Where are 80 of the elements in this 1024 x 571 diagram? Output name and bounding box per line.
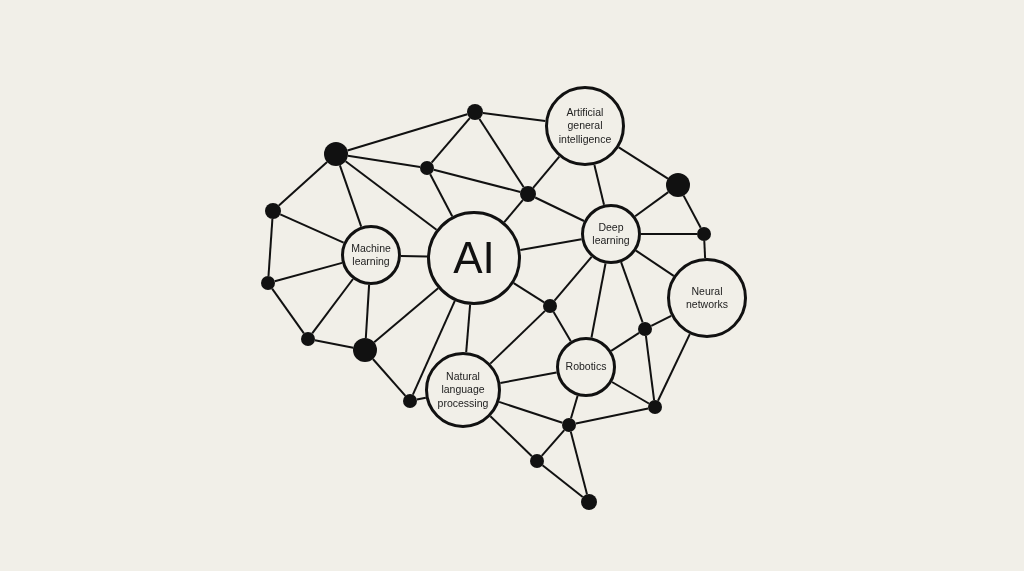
connector-line	[640, 233, 698, 235]
connector-line	[489, 309, 546, 365]
connector-line	[635, 249, 675, 277]
topic-label: Natural language processing	[436, 370, 490, 410]
connector-line	[432, 168, 522, 193]
topic-label: Neural networks	[685, 284, 729, 312]
connector-line	[346, 154, 422, 168]
junction-dot	[543, 299, 557, 313]
connector-line	[540, 429, 566, 457]
junction-dot	[353, 338, 377, 362]
connector-line	[569, 430, 588, 496]
junction-dot	[301, 332, 315, 346]
junction-dot	[530, 454, 544, 468]
connector-line	[512, 282, 546, 304]
connector-line	[620, 261, 644, 324]
connector-line	[371, 358, 407, 397]
connector-line	[267, 218, 274, 277]
connector-line	[277, 161, 329, 207]
connector-line	[503, 199, 524, 224]
topic-label: Artificial general intelligence	[557, 106, 613, 146]
connector-line	[610, 331, 641, 352]
connector-line	[498, 400, 564, 424]
junction-dot	[520, 186, 536, 202]
connector-line	[553, 255, 593, 302]
topic-circle	[425, 352, 501, 428]
connector-line	[644, 334, 656, 402]
connector-line	[552, 311, 572, 343]
connector-line	[617, 146, 669, 180]
connector-line	[481, 112, 547, 122]
connector-line	[499, 371, 558, 384]
topic-circle	[581, 204, 641, 264]
connector-line	[279, 213, 345, 244]
connector-line	[570, 394, 579, 420]
junction-dot	[697, 227, 711, 241]
junction-dot	[648, 400, 662, 414]
connector-line	[574, 407, 650, 425]
connector-line	[590, 262, 607, 339]
junction-dot	[581, 494, 597, 510]
connector-line	[429, 173, 454, 218]
junction-dot	[420, 161, 434, 175]
connector-line	[650, 314, 673, 327]
topic-label: Robotics	[565, 360, 607, 374]
topic-label: Deep learning	[591, 220, 631, 248]
connector-line	[313, 339, 355, 349]
topic-label: Machine learning	[350, 241, 392, 269]
junction-dot	[265, 203, 281, 219]
junction-dot	[562, 418, 576, 432]
junction-dot	[324, 142, 348, 166]
connector-line	[489, 415, 533, 458]
connector-line	[411, 299, 456, 396]
connector-line	[344, 160, 438, 231]
connector-line	[682, 194, 702, 229]
connector-line	[273, 261, 344, 283]
topic-circle	[341, 225, 401, 285]
topic-circle	[556, 337, 616, 397]
connector-line	[519, 238, 583, 251]
connector-line	[271, 287, 305, 335]
connector-line	[465, 303, 472, 354]
junction-dot	[261, 276, 275, 290]
connector-line	[478, 117, 525, 189]
connector-line	[400, 254, 428, 258]
connector-line	[346, 113, 469, 152]
junction-dot	[666, 173, 690, 197]
connector-line	[430, 117, 471, 164]
connector-line	[364, 283, 371, 339]
connector-line	[634, 191, 670, 218]
connector-line	[338, 164, 363, 228]
connector-line	[373, 287, 440, 344]
topic-label: AI	[453, 236, 495, 280]
junction-dot	[638, 322, 652, 336]
connector-line	[657, 333, 691, 402]
junction-dot	[403, 394, 417, 408]
connector-line	[611, 381, 650, 405]
connector-line	[541, 464, 584, 498]
connector-line	[534, 196, 585, 222]
connector-line	[593, 163, 605, 206]
junction-dot	[467, 104, 483, 120]
connector-line	[703, 240, 707, 259]
connector-line	[532, 155, 561, 189]
connector-line	[311, 278, 354, 335]
